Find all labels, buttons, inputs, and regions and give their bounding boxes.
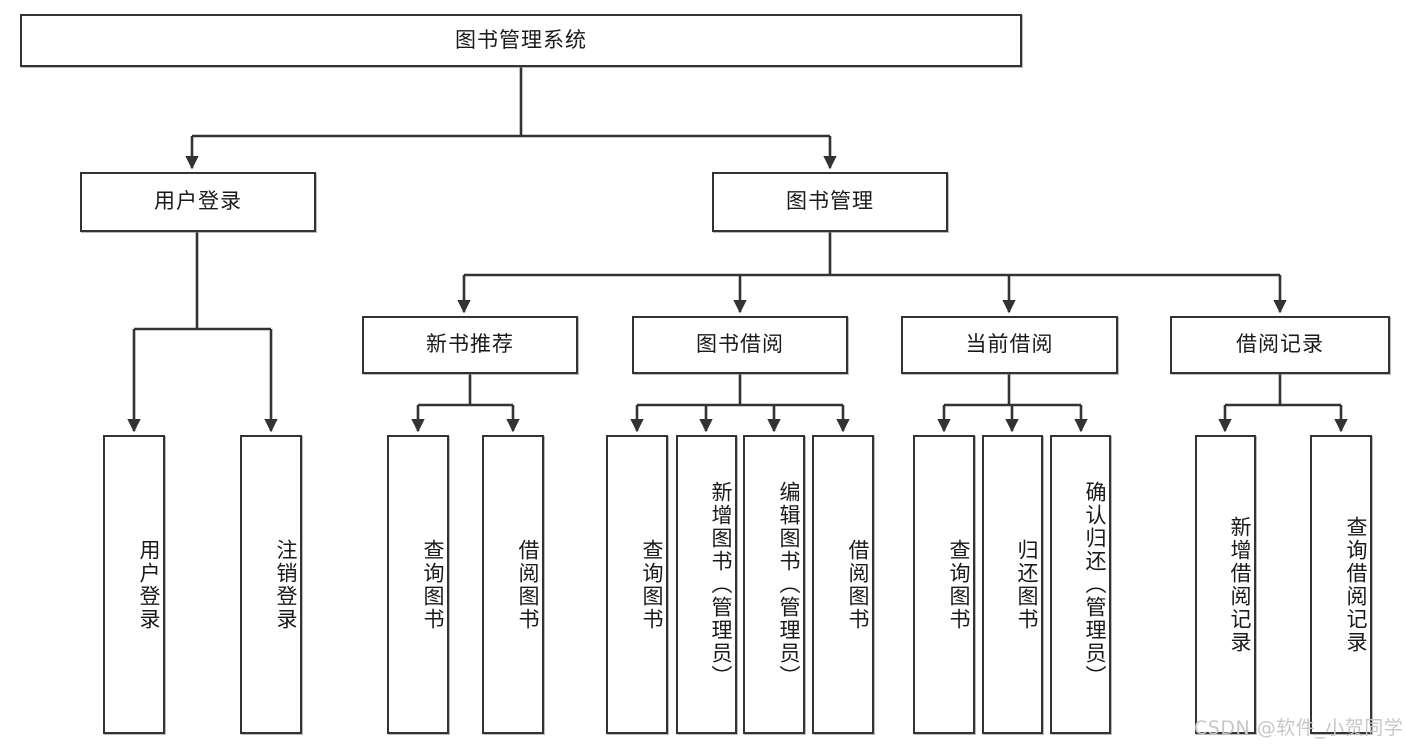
node-new-book-recommend-label: 新书推荐 <box>426 332 514 357</box>
leaf-user-logout[interactable]: 注销登录 <box>240 435 302 734</box>
leaf-borrow-add-book-admin-label: 新增图书（管理员） <box>709 481 733 688</box>
leaf-recommend-borrow-book-label: 借阅图书 <box>516 538 540 631</box>
node-borrow-record[interactable]: 借阅记录 <box>1170 316 1390 374</box>
node-book-management[interactable]: 图书管理 <box>712 172 948 232</box>
leaf-record-query-record-label: 查询借阅记录 <box>1344 515 1368 654</box>
leaf-borrow-edit-book-admin-label: 编辑图书（管理员） <box>777 481 801 688</box>
node-book-borrow-label: 图书借阅 <box>696 332 784 357</box>
leaf-current-return-book-label: 归还图书 <box>1015 538 1039 631</box>
node-book-borrow[interactable]: 图书借阅 <box>632 316 848 374</box>
leaf-current-query-book[interactable]: 查询图书 <box>913 435 975 734</box>
leaf-borrow-query-book-label: 查询图书 <box>640 538 664 631</box>
leaf-recommend-query-book[interactable]: 查询图书 <box>387 435 449 734</box>
leaf-borrow-borrow-book[interactable]: 借阅图书 <box>812 435 874 734</box>
node-current-borrow-label: 当前借阅 <box>965 332 1054 357</box>
leaf-record-add-record[interactable]: 新增借阅记录 <box>1195 435 1256 734</box>
leaf-record-query-record[interactable]: 查询借阅记录 <box>1310 435 1372 734</box>
leaf-borrow-query-book[interactable]: 查询图书 <box>606 435 668 734</box>
leaf-user-login[interactable]: 用户登录 <box>103 435 165 734</box>
leaf-recommend-borrow-book[interactable]: 借阅图书 <box>482 435 544 734</box>
node-root[interactable]: 图书管理系统 <box>20 14 1022 67</box>
leaf-current-confirm-return-admin[interactable]: 确认归还（管理员） <box>1050 435 1111 734</box>
csdn-watermark: CSDN @软件_小贺同学 <box>1194 717 1404 739</box>
leaf-borrow-add-book-admin[interactable]: 新增图书（管理员） <box>676 435 737 734</box>
leaf-borrow-edit-book-admin[interactable]: 编辑图书（管理员） <box>743 435 805 734</box>
leaf-user-logout-label: 注销登录 <box>274 538 298 631</box>
node-user-login-label: 用户登录 <box>154 189 242 214</box>
node-current-borrow[interactable]: 当前借阅 <box>901 316 1118 374</box>
node-borrow-record-label: 借阅记录 <box>1236 332 1324 357</box>
leaf-current-query-book-label: 查询图书 <box>947 538 971 631</box>
node-user-login[interactable]: 用户登录 <box>80 172 316 232</box>
node-book-management-label: 图书管理 <box>786 189 874 214</box>
leaf-borrow-borrow-book-label: 借阅图书 <box>846 538 870 631</box>
connector-lines <box>127 67 1348 433</box>
leaf-current-return-book[interactable]: 归还图书 <box>982 435 1043 734</box>
node-root-label: 图书管理系统 <box>455 27 587 52</box>
leaf-current-confirm-return-admin-label: 确认归还（管理员） <box>1083 481 1107 688</box>
leaf-user-login-label: 用户登录 <box>137 538 161 631</box>
node-new-book-recommend[interactable]: 新书推荐 <box>362 316 578 374</box>
leaf-recommend-query-book-label: 查询图书 <box>421 538 445 631</box>
leaf-record-add-record-label: 新增借阅记录 <box>1228 515 1252 654</box>
